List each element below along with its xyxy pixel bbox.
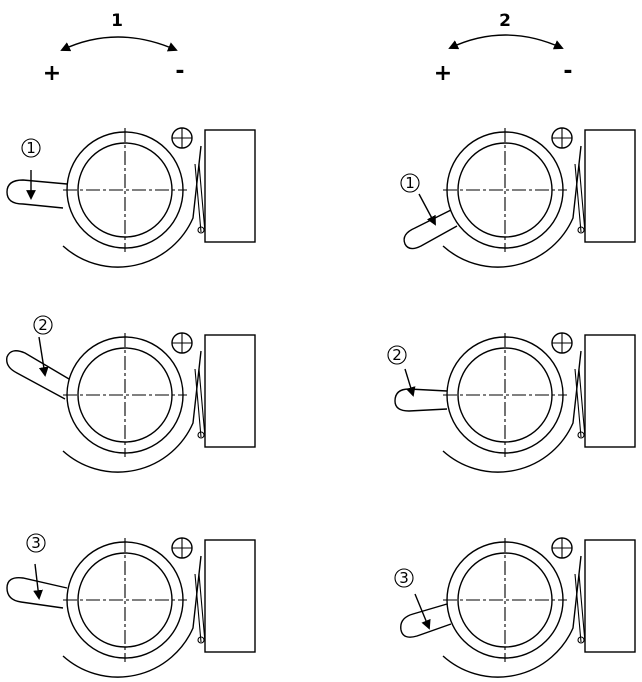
column-label-1: 1 xyxy=(111,11,123,31)
step-number: 1 xyxy=(26,139,36,157)
step-marker-col1-step1: 1 xyxy=(21,138,41,158)
minus-sign-2: - xyxy=(563,59,572,84)
step-number: 2 xyxy=(38,316,48,334)
lever-arm xyxy=(403,209,458,250)
step-number: 1 xyxy=(405,174,415,192)
step-arrow xyxy=(33,563,43,600)
step-marker-col2-step1: 1 xyxy=(400,173,420,193)
lever-arm xyxy=(400,603,452,638)
unit-col1-step3 xyxy=(6,537,256,678)
lever-arm xyxy=(394,388,448,412)
rotation-arrow-2 xyxy=(448,34,564,50)
step-marker-col1-step3: 3 xyxy=(26,533,46,553)
column-header-2: 2 + - xyxy=(434,11,573,86)
step-marker-col1-step2: 2 xyxy=(33,315,53,335)
unit-col2-step3 xyxy=(400,537,636,678)
column-label-2: 2 xyxy=(499,11,511,31)
lever-arm xyxy=(6,179,68,209)
minus-sign-1: - xyxy=(175,59,184,84)
step-arrow xyxy=(404,368,416,397)
plus-sign-1: + xyxy=(43,61,61,86)
unit-col1-step1 xyxy=(6,127,256,268)
step-arrow xyxy=(414,593,431,630)
step-number: 3 xyxy=(399,569,409,587)
step-marker-col2-step2: 2 xyxy=(387,345,407,365)
unit-col2-step2 xyxy=(394,332,636,473)
unit-col2-step1 xyxy=(403,127,636,268)
step-number: 3 xyxy=(31,534,41,552)
lever-arm xyxy=(6,350,70,400)
step-marker-col2-step3: 3 xyxy=(394,568,414,588)
lever-arm xyxy=(6,577,68,609)
step-arrow xyxy=(418,193,436,226)
column-header-1: 1 + - xyxy=(43,11,185,86)
plus-sign-2: + xyxy=(434,61,452,86)
unit-col1-step2 xyxy=(6,332,256,473)
step-arrow xyxy=(38,336,49,377)
step-number: 2 xyxy=(392,346,402,364)
rotation-arrow-1 xyxy=(60,36,178,52)
